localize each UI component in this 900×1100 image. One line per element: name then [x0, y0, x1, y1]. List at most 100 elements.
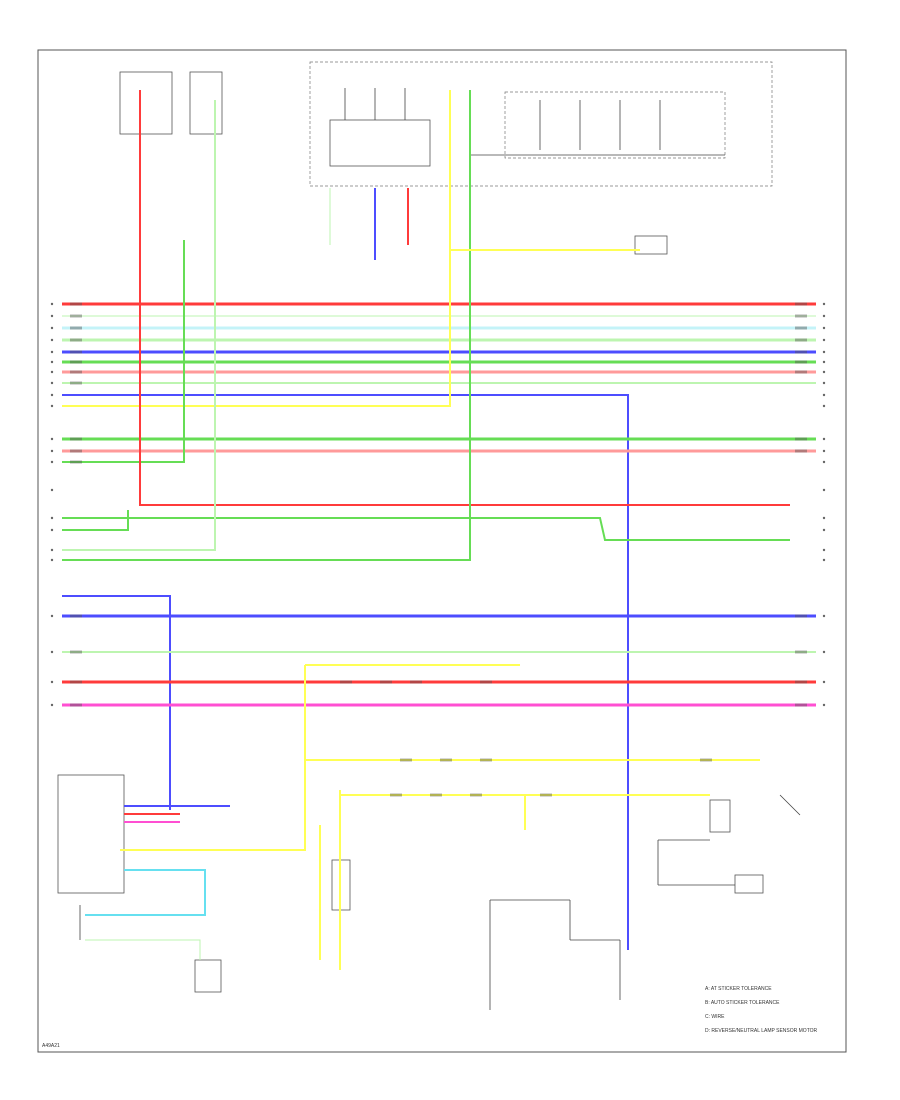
wire-code-tick [380, 680, 392, 684]
row-marker [50, 614, 54, 618]
row-marker [50, 558, 54, 562]
row-marker [822, 370, 826, 374]
wire-green-left [62, 240, 185, 463]
wire-group [62, 90, 816, 970]
fuse-box-center [189, 71, 223, 135]
wire-code-tick [70, 437, 82, 441]
wire-tick-group [70, 302, 807, 797]
wire-code-tick [70, 350, 82, 354]
row-marker [822, 302, 826, 306]
row-marker [50, 488, 54, 492]
row-marker [822, 449, 826, 453]
row-marker [50, 548, 54, 552]
control-module-outline [309, 61, 773, 187]
row-marker [50, 650, 54, 654]
row-marker [822, 314, 826, 318]
wire-code-tick [795, 350, 807, 354]
ground-connector-box [194, 959, 222, 993]
wire-code-tick [480, 758, 492, 762]
legend-item-3: C: WIRE [705, 1014, 725, 1020]
wire-code-tick [70, 338, 82, 342]
power-transistor-box [329, 119, 431, 167]
row-marker [822, 548, 826, 552]
wire-code-tick [430, 793, 442, 797]
wire-blue-down [62, 595, 171, 810]
row-marker [822, 393, 826, 397]
row-marker [822, 360, 826, 364]
wire-code-tick [795, 437, 807, 441]
top-modules [119, 61, 773, 255]
row-marker [822, 558, 826, 562]
row-marker [50, 680, 54, 684]
row-marker [50, 370, 54, 374]
resistor-box [634, 235, 668, 255]
row-marker [822, 703, 826, 707]
diagram-code: A49A21 [42, 1043, 60, 1049]
wire-code-tick [795, 338, 807, 342]
wire-code-tick [70, 460, 82, 464]
row-marker [50, 460, 54, 464]
row-marker [50, 350, 54, 354]
wire-code-tick [70, 360, 82, 364]
wire-code-tick [440, 758, 452, 762]
row-marker-group [50, 302, 826, 707]
wire-code-tick [700, 758, 712, 762]
row-marker [50, 314, 54, 318]
row-marker [50, 338, 54, 342]
row-marker [822, 516, 826, 520]
row-marker [822, 528, 826, 532]
row-marker [822, 680, 826, 684]
wire-yellow-3 [120, 665, 306, 851]
wire-red-main [139, 90, 790, 506]
row-marker [822, 437, 826, 441]
wire-code-tick [795, 614, 807, 618]
row-marker [50, 449, 54, 453]
wire-green-left-2 [62, 510, 129, 531]
speed-sensor-box [734, 874, 764, 894]
row-marker [50, 360, 54, 364]
wire-code-tick [795, 302, 807, 306]
wire-code-tick [410, 680, 422, 684]
row-marker [822, 350, 826, 354]
wire-code-tick [795, 680, 807, 684]
multi-switch-connector [57, 774, 125, 894]
wire-cyan-low [85, 869, 206, 916]
wire-code-tick [795, 360, 807, 364]
wire-code-tick [795, 314, 807, 318]
wire-code-tick [70, 370, 82, 374]
row-marker [50, 528, 54, 532]
wire-code-tick [70, 703, 82, 707]
wire-code-tick [70, 302, 82, 306]
control-circuit-outline [504, 91, 726, 159]
row-marker [822, 404, 826, 408]
switch-box-right [709, 799, 731, 833]
wire-code-tick [795, 326, 807, 330]
row-marker [50, 437, 54, 441]
legend-item-2: B: AUTO STICKER TOLERANCE [705, 1000, 780, 1006]
row-marker [50, 393, 54, 397]
wire-code-tick [70, 314, 82, 318]
legend-item-1: A: AT STICKER TOLERANCE [705, 986, 772, 992]
row-marker [50, 381, 54, 385]
wire-code-tick [795, 703, 807, 707]
row-marker [822, 460, 826, 464]
wire-code-tick [540, 793, 552, 797]
row-marker [50, 326, 54, 330]
wire-code-tick [795, 370, 807, 374]
wire-blue-trans [62, 394, 629, 950]
row-marker [50, 703, 54, 707]
diagram-frame [37, 49, 847, 1053]
wire-code-tick [795, 449, 807, 453]
row-marker [822, 650, 826, 654]
legend-item-4: D: REVERSE/NEUTRAL LAMP SENSOR MOTOR [705, 1028, 818, 1034]
wire-code-tick [470, 793, 482, 797]
wire-code-tick [70, 680, 82, 684]
bottom-components [57, 774, 801, 1010]
wire-code-tick [70, 650, 82, 654]
row-marker [822, 326, 826, 330]
row-marker [50, 404, 54, 408]
wire-code-tick [390, 793, 402, 797]
wire-green-3 [62, 90, 471, 561]
wire-green-brake [62, 517, 790, 541]
wire-code-tick [70, 614, 82, 618]
